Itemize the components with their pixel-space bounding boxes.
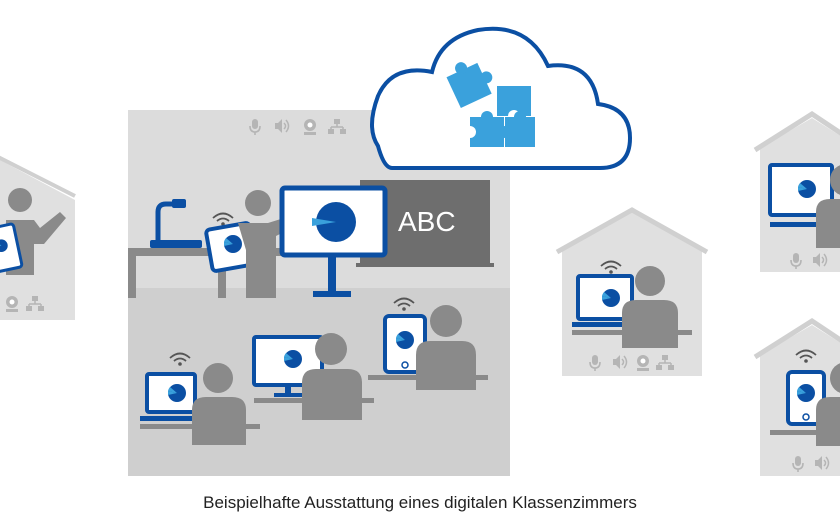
teacher	[238, 190, 304, 298]
puzzle-icon	[446, 62, 535, 147]
remote-home-left	[0, 155, 76, 320]
board-text: ABC	[398, 206, 456, 237]
cloud-icon	[370, 26, 633, 170]
remote-home-right-bottom	[753, 318, 840, 476]
remote-home-middle	[555, 207, 709, 376]
student-tablet-3	[368, 297, 488, 390]
webcam-icon	[304, 119, 316, 135]
classroom: ABC	[128, 110, 510, 476]
student-laptop-1	[140, 352, 260, 445]
document-camera	[150, 199, 202, 248]
remote-home-right-top	[753, 111, 840, 272]
student-monitor-2	[252, 333, 374, 420]
interactive-display	[279, 185, 388, 297]
figure-caption: Beispielhafte Ausstattung eines digitale…	[203, 493, 637, 512]
